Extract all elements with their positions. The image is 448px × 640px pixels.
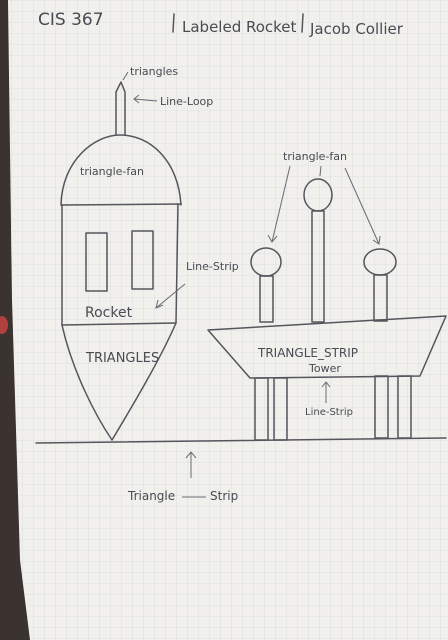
rocket-window-left (85, 232, 108, 292)
tower-stem-left (259, 275, 274, 323)
course-code: CIS 367 (38, 10, 104, 30)
label-line-strip-rocket: Line-Strip (186, 260, 239, 273)
rocket-body-bottom (61, 322, 177, 326)
arrow-triangles (122, 71, 129, 81)
rocket-antenna (115, 81, 126, 135)
rocket-dome (60, 134, 182, 206)
label-triangle-fan-tower: triangle-fan (283, 150, 347, 163)
tower-stem-right (373, 274, 388, 322)
header: CIS 367 Labeled Rocket Jacob Collier (38, 10, 404, 38)
arrow-line-strip-rocket (155, 283, 186, 309)
ground-line (35, 437, 447, 444)
label-line-strip-tower: Line-Strip (305, 407, 353, 418)
arrow-ground (185, 451, 197, 478)
tower-stem-center (311, 210, 325, 323)
label-ground-strip: Strip (210, 489, 238, 503)
arrow-fan-left (267, 165, 291, 243)
arrow-fan-center (319, 165, 322, 177)
tower-leg-3 (374, 375, 389, 439)
label-tower: Tower (308, 362, 341, 375)
tower-platform (207, 315, 447, 379)
label-triangles: triangles (130, 65, 178, 78)
label-triangle-strip-tower: TRIANGLE_STRIP (257, 346, 358, 360)
label-triangles-body: TRIANGLES (85, 351, 159, 366)
arrow-fan-right (344, 167, 381, 245)
arrow-line-strip-tower (321, 381, 331, 403)
header-divider-2 (301, 13, 304, 33)
rocket-nose (61, 322, 177, 441)
header-divider-1 (172, 13, 175, 33)
finger (0, 316, 8, 334)
label-line-loop: Line-Loop (160, 95, 213, 108)
header-author: Jacob Collier (309, 20, 404, 38)
graph-grid (8, 0, 448, 640)
arrow-line-loop (133, 94, 158, 104)
rocket-window-right (131, 230, 154, 290)
label-ground-triangle: Triangle (127, 489, 175, 503)
dome-base-line (60, 203, 182, 206)
rocket-body-right (175, 203, 179, 324)
label-rocket: Rocket (85, 305, 133, 321)
rocket-drawing (60, 81, 182, 441)
label-triangle-fan-rocket: triangle-fan (80, 165, 144, 178)
header-title: Labeled Rocket (182, 18, 297, 36)
